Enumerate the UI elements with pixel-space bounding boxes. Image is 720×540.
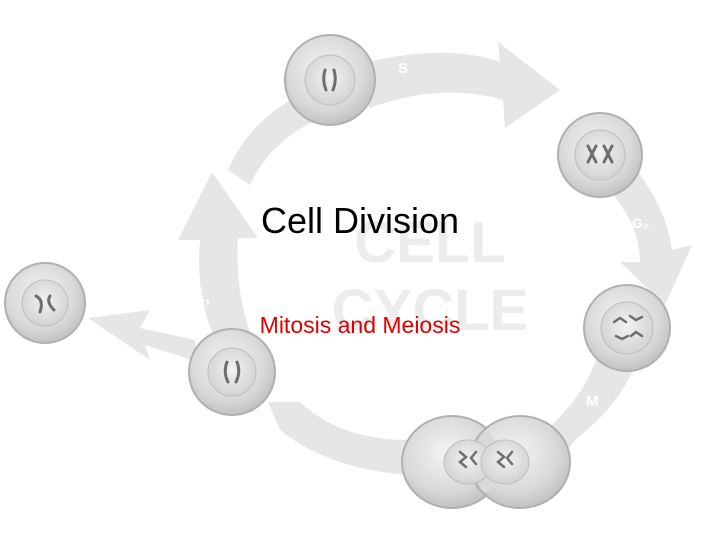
cell-dividing [401,415,571,509]
arrow-bottom-segment [268,402,410,475]
phase-label-g2: G₂ [632,215,649,231]
cell-prophase [583,284,671,372]
cycle-arrow-band [88,42,692,475]
watermark-cell: CELL [354,210,505,275]
arrow-g2-segment [600,162,692,305]
watermark-cycle: CYCLE [332,278,529,343]
cell-g1-phase [188,328,276,416]
arrow-g1-segment [178,172,258,345]
cell-s-phase [284,34,376,126]
arrow-m-segment [535,345,640,460]
arrow-upper-left-segment [228,95,312,185]
arrow-s-segment [335,42,560,128]
slide-title: Cell Division [260,200,460,241]
cell-g2-phase [557,112,643,198]
phase-label-g1: G₁ [194,291,211,307]
slide-subtitle: Mitosis and Meiosis [259,312,461,338]
phase-label-s: S [398,60,408,77]
phase-label-m: M [586,393,599,410]
arrow-exit-segment [88,310,198,362]
cell-g0-exit [4,262,86,344]
